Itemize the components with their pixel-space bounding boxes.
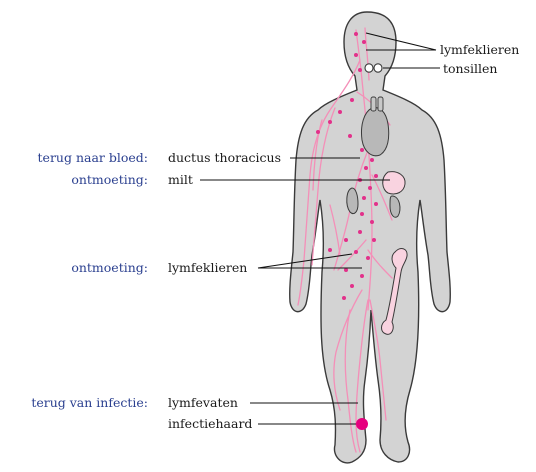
label-lymph-nodes-head: lymfeklieren bbox=[440, 42, 519, 57]
label-thoracic-duct: ductus thoracicus bbox=[168, 150, 281, 165]
category-back-to-blood: terug naar bloed: bbox=[38, 150, 148, 165]
label-tonsils: tonsillen bbox=[443, 61, 497, 76]
label-infection-site: infectiehaard bbox=[168, 416, 252, 431]
kidney-left bbox=[347, 188, 358, 214]
category-back-from-infection: terug van infectie: bbox=[31, 395, 148, 410]
trachea bbox=[371, 97, 376, 111]
tonsil-right bbox=[374, 64, 382, 72]
tonsil-left bbox=[365, 64, 373, 72]
label-lymph-vessels: lymfevaten bbox=[168, 395, 238, 410]
category-encounter-nodes: ontmoeting: bbox=[71, 260, 148, 275]
label-spleen: milt bbox=[168, 172, 193, 187]
label-lymph-nodes-abdomen: lymfeklieren bbox=[168, 260, 247, 275]
spleen bbox=[383, 172, 405, 194]
infection-site-marker bbox=[356, 418, 368, 430]
category-encounter-spleen: ontmoeting: bbox=[71, 172, 148, 187]
heart bbox=[361, 108, 388, 156]
